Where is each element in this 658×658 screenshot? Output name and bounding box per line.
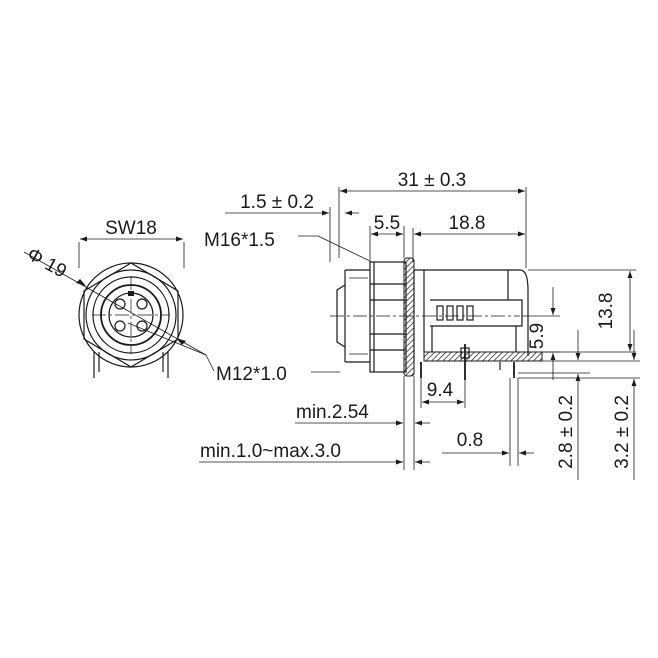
side-slot-4 bbox=[466, 305, 474, 321]
front-pin-1 bbox=[114, 298, 126, 310]
side-gasket bbox=[403, 257, 415, 377]
dia-leader-line bbox=[23, 251, 207, 356]
sw-label: SW18 bbox=[105, 218, 157, 239]
side-view: 31 ± 0.3 1.5 ± 0.2 5.5 18.8 M16*1.5 bbox=[199, 170, 640, 480]
side-slot-2 bbox=[446, 305, 454, 321]
side-hex-nut bbox=[369, 261, 407, 373]
front-pin-2 bbox=[136, 298, 148, 310]
pcb-height-label: 5.9 bbox=[527, 323, 548, 349]
pin-offset-label: 0.8 bbox=[457, 430, 483, 451]
m16-label: M16*1.5 bbox=[204, 230, 275, 251]
dia-label: Φ 19 bbox=[23, 244, 70, 283]
pin-length-b-label: 3.2 ± 0.2 bbox=[612, 395, 633, 469]
height-label: 13.8 bbox=[596, 293, 617, 330]
dia-arrow-2 bbox=[176, 338, 186, 345]
m16-leader-b bbox=[317, 235, 373, 263]
panel-range-label: min.1.0~max.3.0 bbox=[200, 441, 341, 462]
side-housing-lower-body bbox=[430, 299, 523, 327]
panel-min-label: min.2.54 bbox=[296, 402, 369, 423]
side-pcb bbox=[423, 351, 543, 362]
flange-label: 1.5 ± 0.2 bbox=[240, 192, 314, 213]
pin-length-a-label: 2.8 ± 0.2 bbox=[556, 395, 577, 469]
dia-arrow-1 bbox=[76, 279, 86, 286]
overall-label: 31 ± 0.3 bbox=[398, 170, 467, 191]
front-pin-4 bbox=[136, 320, 148, 332]
front-flange-ring bbox=[85, 269, 177, 361]
pin-span-label: 9.4 bbox=[427, 380, 454, 401]
front-pin-3 bbox=[114, 320, 126, 332]
side-slot-3 bbox=[456, 305, 464, 321]
m12-label: M12*1.0 bbox=[216, 364, 287, 385]
body-len-label: 18.8 bbox=[449, 213, 486, 234]
side-slot-1 bbox=[436, 305, 444, 321]
front-len-label: 5.5 bbox=[374, 213, 400, 234]
front-view: SW18 Φ 19 M12*1.0 bbox=[23, 218, 340, 385]
m12-leader-front bbox=[127, 322, 207, 356]
m12-leader-bend bbox=[205, 354, 215, 372]
side-housing-top bbox=[414, 269, 529, 356]
side-pin-mid-shoulder bbox=[460, 347, 470, 359]
